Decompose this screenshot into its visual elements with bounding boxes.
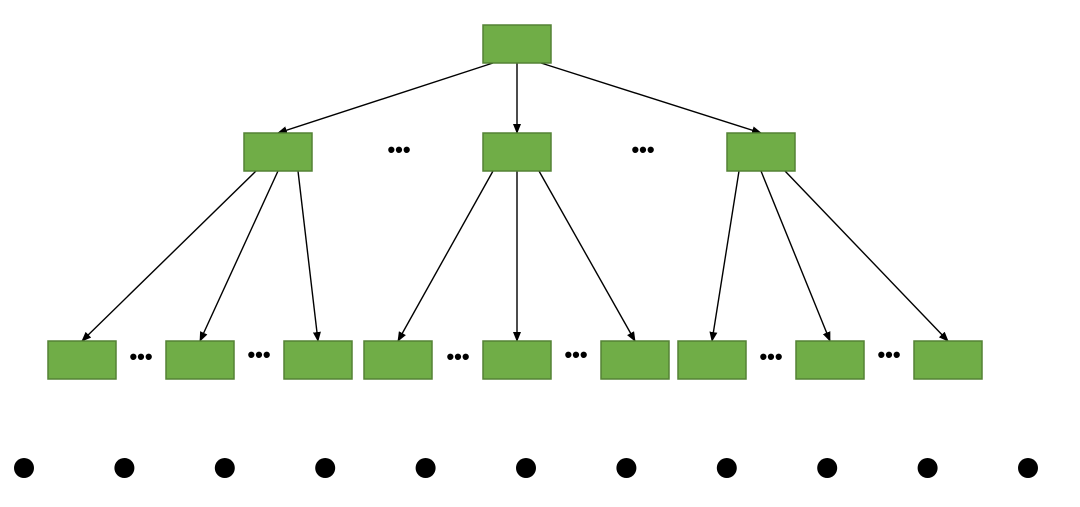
bottom-dot — [315, 458, 336, 478]
tree-node-l1-a — [243, 132, 313, 172]
bottom-dot — [716, 458, 737, 478]
bottom-dot — [415, 458, 436, 478]
ellipsis-level1-left: ••• — [387, 137, 410, 162]
nodes-layer — [47, 24, 983, 380]
bottom-dot — [214, 458, 235, 478]
bottom-dot — [917, 458, 938, 478]
edge-root-to-l1-c — [540, 62, 762, 135]
edge-l1-c-to-l2-c3 — [784, 170, 949, 342]
ellipsis-level1-right: ••• — [631, 137, 654, 162]
ellipsis-level2-3: ••• — [446, 344, 469, 369]
tree-node-l2-a3 — [283, 340, 353, 380]
edge-l1-b-to-l2-b1 — [397, 170, 494, 342]
bottom-dot — [616, 458, 637, 478]
tree-node-l2-c3 — [913, 340, 983, 380]
tree-node-l2-a1 — [47, 340, 117, 380]
tree-node-l2-b1 — [363, 340, 433, 380]
ellipsis-level2-5: ••• — [759, 344, 782, 369]
bottom-dot — [817, 458, 838, 478]
tree-node-l2-b2 — [482, 340, 552, 380]
bottom-dot — [114, 458, 135, 478]
tree-node-l2-a2 — [165, 340, 235, 380]
ellipsis-level2-2: ••• — [247, 342, 270, 367]
edge-l1-c-to-l2-c1 — [709, 170, 740, 342]
tree-node-l2-c2 — [795, 340, 865, 380]
edge-root-to-l1-a — [277, 62, 494, 135]
tree-node-l2-c1 — [677, 340, 747, 380]
bottom-dots-row — [14, 458, 1038, 478]
edge-l1-c-to-l2-c2 — [760, 170, 831, 342]
tree-node-l1-c — [726, 132, 796, 172]
bottom-dot — [516, 458, 536, 478]
ellipsis-level2-6: ••• — [877, 342, 900, 367]
edge-l1-a-to-l2-a1 — [81, 170, 257, 342]
bottom-dot — [14, 458, 34, 478]
edge-l1-a-to-l2-a2 — [199, 170, 279, 342]
edge-l1-a-to-l2-a3 — [297, 170, 321, 342]
edge-l1-b-to-l2-b3 — [538, 170, 636, 342]
tree-node-l1-b — [482, 132, 552, 172]
ellipsis-layer: ••• ••• ••• ••• ••• ••• ••• ••• — [129, 137, 900, 369]
bottom-dot — [1018, 458, 1038, 478]
ellipsis-level2-1: ••• — [129, 344, 152, 369]
tree-node-l2-b3 — [600, 340, 670, 380]
ellipsis-level2-4: ••• — [564, 342, 587, 367]
tree-node-root — [482, 24, 552, 64]
edges-layer — [81, 62, 949, 342]
